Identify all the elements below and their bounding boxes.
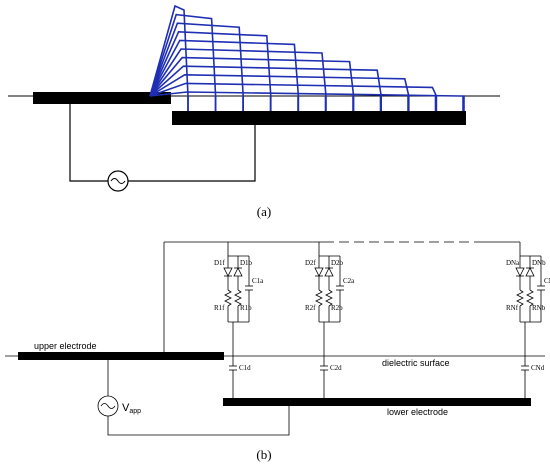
resistor-icon [516,289,524,307]
panel-a: (a) [8,4,500,219]
diode-icon [525,267,535,277]
caption-b: (b) [256,447,271,462]
resistor-label-backward: R2b [331,304,343,312]
dielectric-surface-label: dielectric surface [382,358,450,368]
diode-icon [324,267,334,277]
resistor-icon [325,289,333,307]
discharge-filament [149,65,382,111]
vapp-label: Vapp [122,402,141,415]
capacitor-label-dielectric: C2d [330,364,342,372]
resistor-icon [234,289,242,307]
diode-icon [314,267,324,277]
capacitor-label-dielectric: CNd [531,364,545,372]
resistor-icon [224,289,232,307]
resistor-label-forward: RNf [506,304,519,312]
caption-a: (a) [257,204,271,219]
diode-icon [223,267,233,277]
vapp-wave-icon [100,403,116,409]
panel-b: upper electrode lower electrode dielectr… [5,241,550,462]
resistor-label-backward: R1b [240,304,252,312]
discharge-filament [149,82,438,111]
resistor-icon [526,289,534,307]
resistor-label-forward: R1f [214,304,225,312]
ac-wave-icon [110,178,126,184]
discharge-filament [149,91,465,111]
resistor-icon [315,289,323,307]
diode-icon [233,267,243,277]
diode-label-backward: D2b [331,259,344,267]
discharge-filaments [149,4,465,111]
capacitor-label-air: CNa [544,277,550,285]
diode-label-forward: DNa [506,259,520,267]
lower-electrode-label: lower electrode [387,407,448,417]
resistor-label-forward: R2f [305,304,316,312]
circuit-wire-a [69,104,108,182]
resistor-label-backward: RNb [532,304,546,312]
circuit-wire-a-right [128,125,256,182]
diode-label-backward: DNb [532,259,546,267]
vapp-wire-return [107,406,290,436]
upper-electrode-a [33,92,171,104]
lower-electrode-b [223,398,531,406]
diode-icon [515,267,525,277]
capacitor-label-dielectric: C1d [239,364,251,372]
diode-label-forward: D2f [305,259,317,267]
upper-electrode-b [18,352,224,360]
capacitor-label-air: C1a [252,277,264,285]
diode-label-forward: D1f [214,259,226,267]
diode-label-backward: D1b [240,259,253,267]
capacitor-label-air: C2a [343,277,355,285]
lower-electrode-a [172,111,466,125]
upper-electrode-label: upper electrode [34,341,97,351]
